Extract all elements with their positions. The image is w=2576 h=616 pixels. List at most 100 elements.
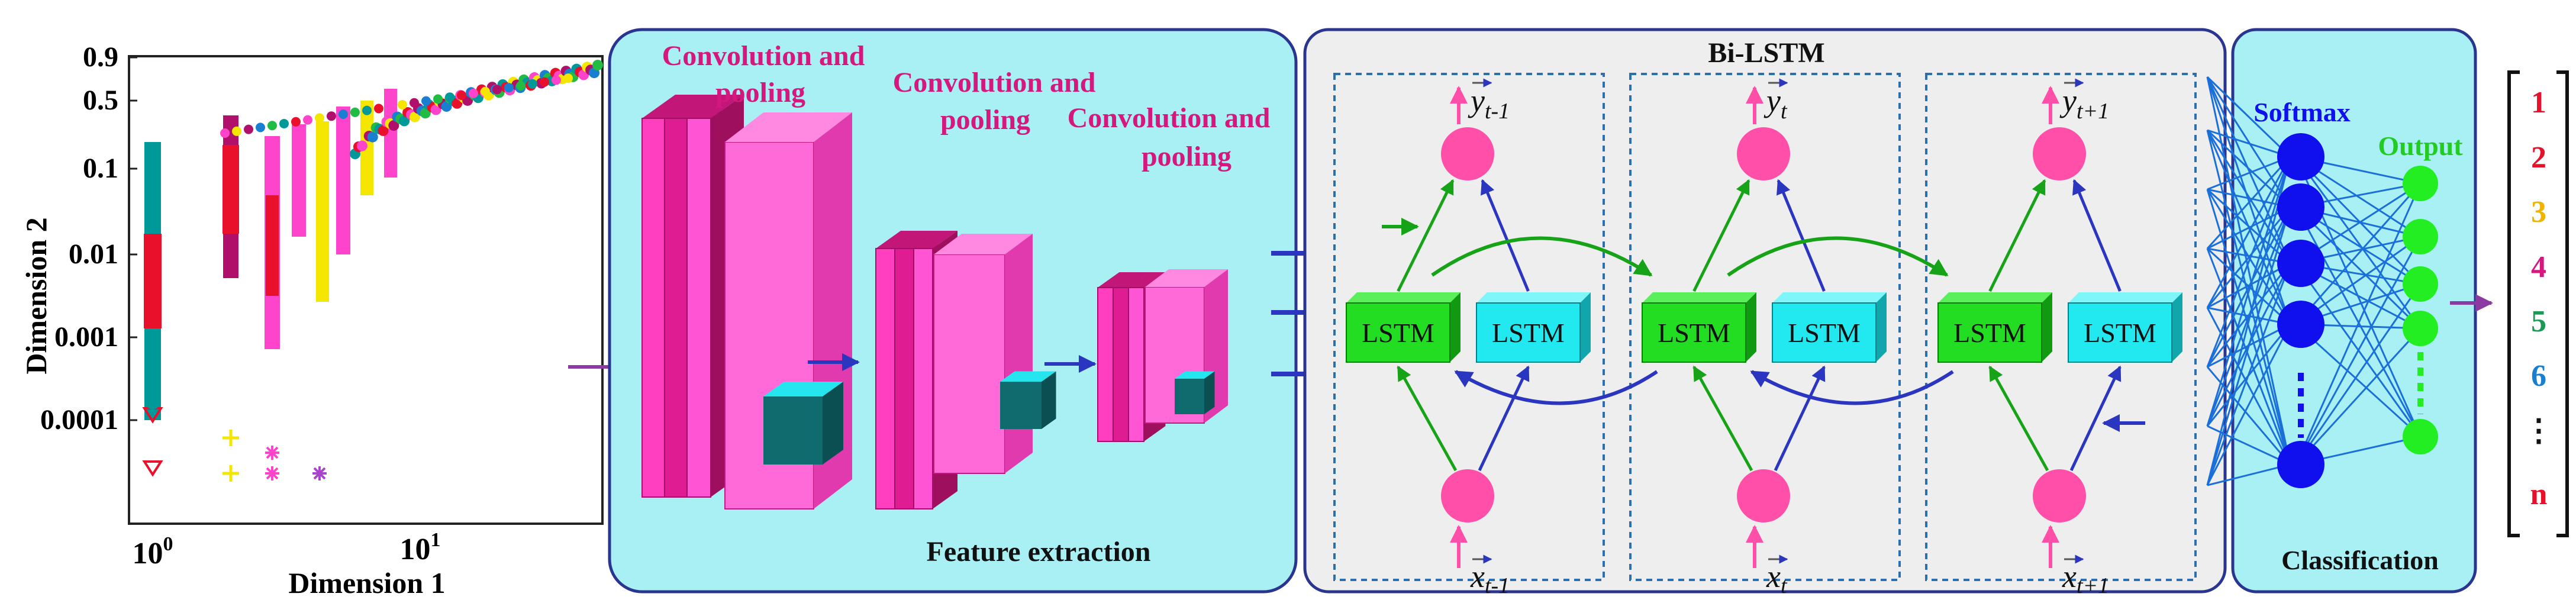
y-tick-label: 0.0001: [40, 404, 118, 436]
kernel: [1175, 379, 1204, 414]
fwd-to-output-arrow: [1692, 179, 1750, 292]
connection: [2206, 207, 2291, 308]
scatter-point: [516, 81, 525, 91]
feature-extraction-caption: Feature extraction: [927, 536, 1151, 567]
scatter-point: [592, 60, 603, 70]
output-subscript: t: [1781, 99, 1788, 124]
scatter-point: [457, 91, 466, 100]
x-tick-label: 100: [133, 533, 173, 570]
connection: [2206, 130, 2291, 465]
bwd-to-output-arrow: [1777, 179, 1826, 292]
scatter-point: [265, 466, 279, 480]
output-node: [2033, 127, 2086, 180]
input-to-bwd-arrow: [1478, 365, 1530, 472]
input-label: xt: [1766, 559, 1788, 598]
scatter-point: [362, 105, 372, 115]
scatter-point: [398, 100, 407, 109]
scatter-point: [244, 124, 253, 134]
output-var: y: [1763, 83, 1781, 118]
fwd-lstm-label: LSTM: [1658, 318, 1730, 348]
fwd-lstm-side: [1450, 292, 1461, 362]
input-subscript: t+1: [2077, 573, 2109, 598]
bwd-lstm-side: [1876, 292, 1887, 362]
lstm-timestep-2: LSTM LSTM yt xt: [1629, 73, 1901, 598]
scatter-point: [552, 75, 561, 85]
connection: [2206, 207, 2291, 486]
backward-arrow: [1750, 370, 1954, 405]
output-node: [2403, 266, 2438, 302]
input-to-fwd-arrow: [1988, 365, 2049, 472]
scatter-point: [303, 115, 312, 125]
kernel-top: [1175, 371, 1215, 379]
scatter-point: [338, 109, 348, 119]
conv-layer-top: [1098, 272, 1135, 288]
output-var: y: [2059, 83, 2077, 118]
connection: [2295, 283, 2422, 465]
bwd-to-output-arrow: [2072, 179, 2122, 292]
conv-layer-face: [686, 118, 711, 498]
scatter-point: [386, 102, 395, 112]
fwd-to-output-arrow: [1988, 179, 2046, 292]
feature-map-top: [1145, 269, 1228, 287]
connection: [2206, 189, 2291, 465]
scatter-point: [312, 466, 327, 480]
output-node: [2403, 419, 2438, 454]
scatter-point: [492, 85, 502, 95]
fwd-to-output-arrow: [1397, 179, 1455, 292]
conv-layer-face: [894, 248, 914, 509]
kernel-top: [763, 382, 843, 396]
conv-label-line2: pooling: [940, 104, 1030, 136]
right-bracket: [2556, 70, 2569, 537]
feature-map: [933, 254, 1005, 474]
conv-layer-face: [913, 248, 933, 509]
input-to-bwd-arrow: [1774, 365, 1826, 472]
connection: [2207, 463, 2291, 486]
input-var: x: [1470, 559, 1485, 594]
scatter-point: [563, 73, 573, 83]
fwd-lstm-box: [1346, 302, 1450, 363]
y-tick-label: 0.5: [83, 85, 118, 116]
scatter-point: [256, 122, 265, 133]
y-tick-label: 0.9: [83, 41, 118, 73]
bwd-lstm-label: LSTM: [1788, 318, 1861, 348]
kernel-side: [823, 382, 843, 465]
scatter-point: [267, 121, 277, 131]
scatter-point-band: [384, 89, 397, 178]
conv-layer-face: [1113, 287, 1129, 442]
connection: [2295, 183, 2422, 465]
timestep-box: [1333, 73, 1605, 581]
conv-label-line1: Convolution and: [1068, 102, 1271, 134]
connection: [2206, 76, 2291, 158]
timestep-box: [1925, 73, 2197, 581]
scatter-point: [469, 88, 478, 98]
conv-layer-face: [664, 118, 689, 498]
fwd-lstm-box: [1937, 302, 2042, 363]
connection: [2206, 248, 2291, 465]
scatter-point: [445, 92, 454, 102]
bwd-lstm-box: [1476, 302, 1581, 363]
connection: [2206, 207, 2291, 367]
bwd-lstm-box: [2068, 302, 2172, 363]
scatter-point: [291, 117, 301, 127]
scatter-point: [279, 119, 289, 128]
scatter-point: [223, 430, 239, 446]
input-var: x: [1766, 559, 1781, 594]
connection: [2295, 323, 2422, 438]
output-var: y: [1468, 83, 1485, 118]
y-tick-label: 0.001: [54, 321, 118, 353]
class-label: 6: [2531, 359, 2546, 393]
conv-label-line2: pooling: [715, 77, 805, 108]
kernel-side: [1042, 371, 1056, 429]
scatter-point: [265, 446, 279, 460]
scatter-point: [220, 128, 230, 138]
feature-map-side: [1005, 234, 1033, 473]
input-node: [2033, 469, 2086, 523]
scatter-point: [327, 111, 336, 121]
scatter-point: [481, 86, 490, 96]
kernel-top: [1000, 371, 1056, 382]
softmax-node: [2277, 240, 2324, 287]
